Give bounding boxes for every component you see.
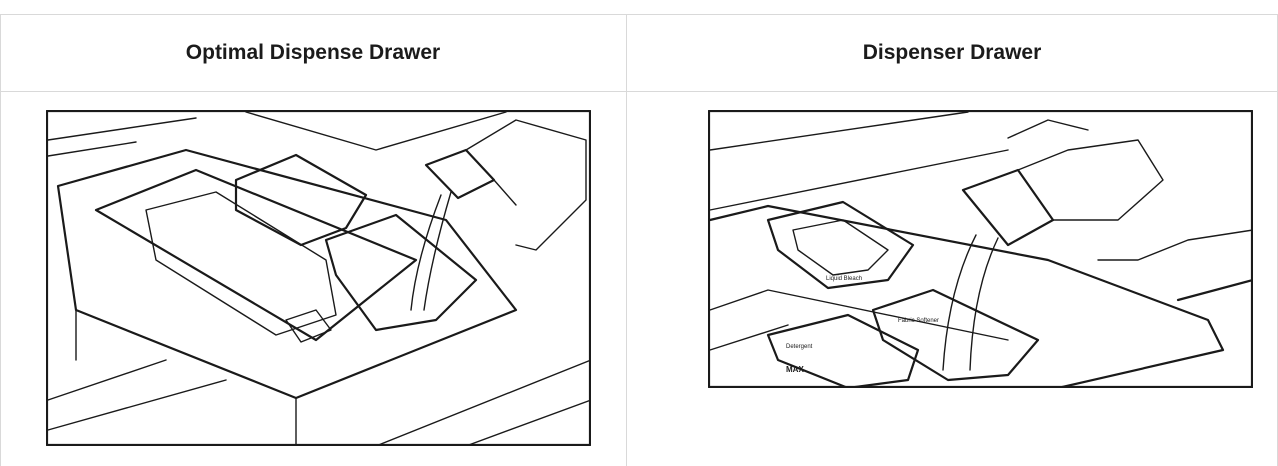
max-label: MAX (786, 365, 804, 374)
table-border-top (0, 14, 1278, 15)
dispenser-drawer-illustration: Liquid Bleach Detergent MAX Fabric Softe… (708, 110, 1253, 388)
liquid-bleach-label: Liquid Bleach (826, 276, 862, 282)
detergent-label: Detergent (786, 344, 813, 350)
comparison-table: Optimal Dispense Drawer Dispenser Drawer (0, 14, 1278, 466)
column-header-dispenser-drawer: Dispenser Drawer (862, 41, 1042, 64)
table-column-divider (626, 14, 627, 466)
header-divider (0, 91, 1278, 92)
fabric-softener-label: Fabric Softener (898, 318, 939, 324)
table-border-left (0, 14, 1, 466)
column-header-optimal-dispense-drawer: Optimal Dispense Drawer (185, 41, 441, 64)
optimal-dispense-drawer-illustration (46, 110, 591, 446)
